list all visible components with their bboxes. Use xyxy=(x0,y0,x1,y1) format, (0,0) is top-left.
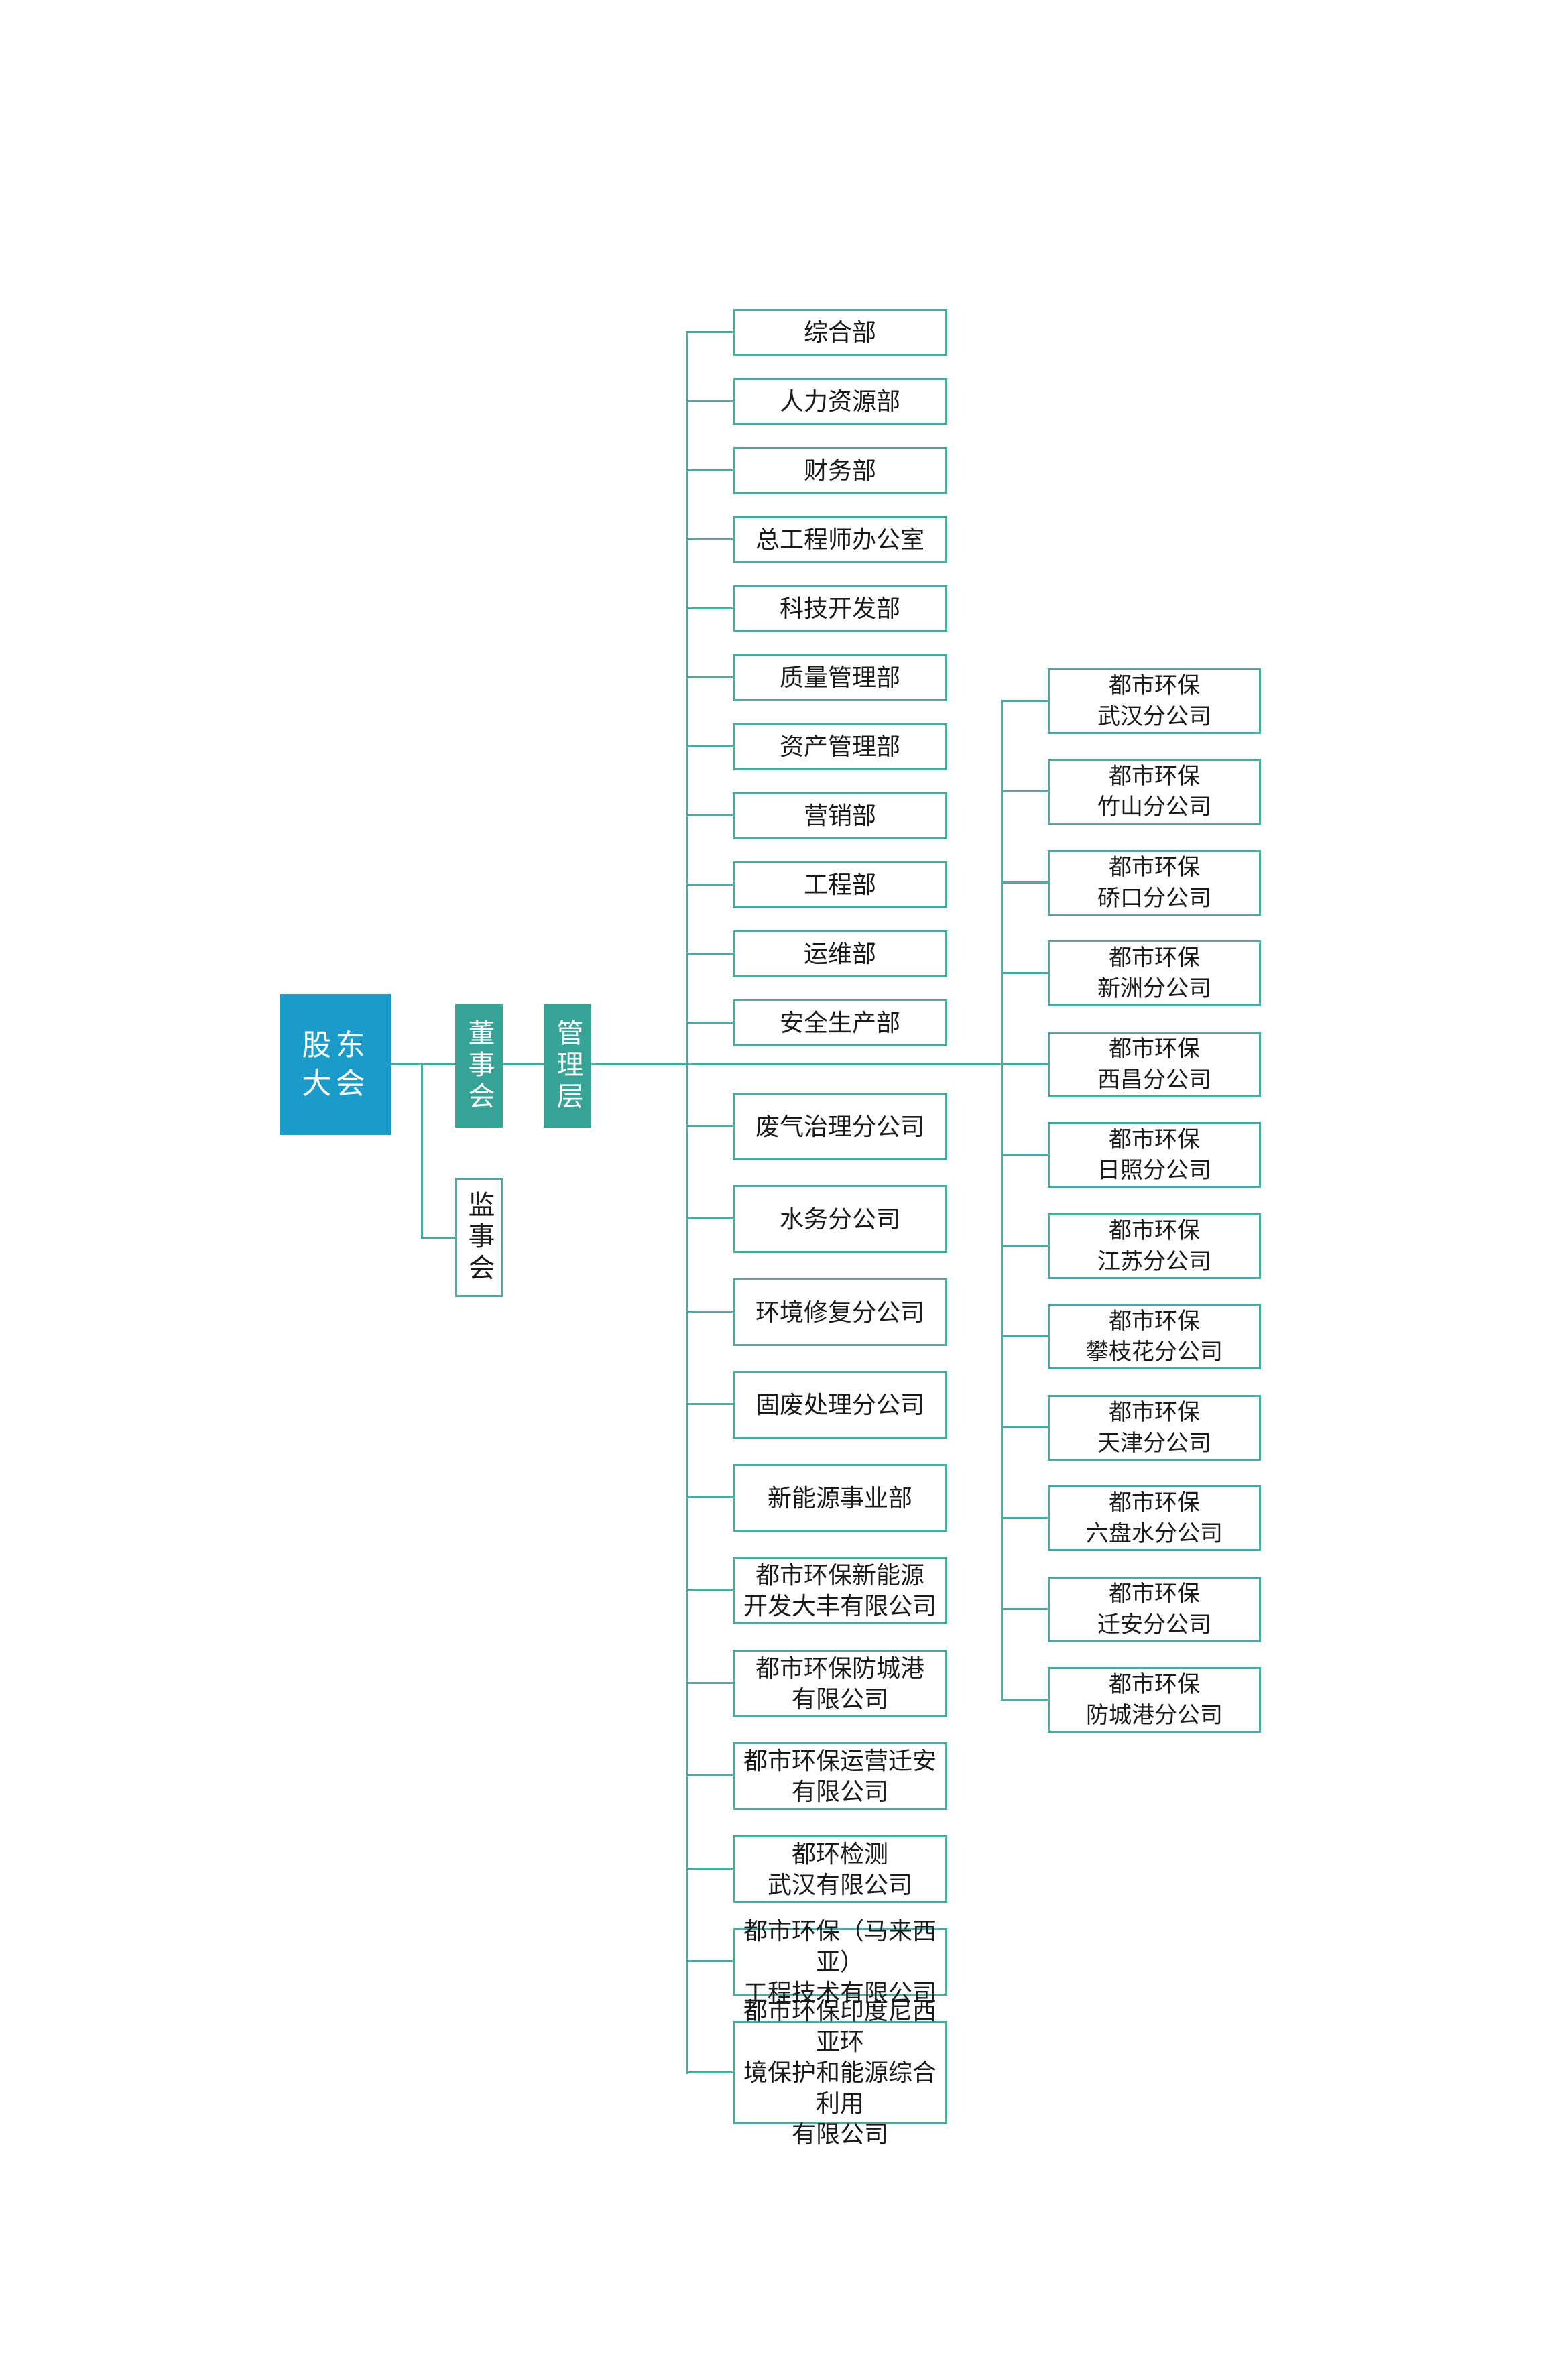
connector-branch-line xyxy=(686,1960,733,1962)
subsidiary-box: 都市环保防城港 有限公司 xyxy=(733,1650,947,1717)
management-layer-box: 管理层 xyxy=(544,1004,591,1128)
connector-branch-line xyxy=(1001,881,1048,884)
subsidiary-box: 都市环保印度尼西亚环 境保护和能源综合利用 有限公司 xyxy=(733,1997,947,2148)
regional-branch-box: 都市环保 防城港分公司 xyxy=(1048,1667,1261,1733)
department-box: 财务部 xyxy=(733,447,947,494)
connector-branch-line xyxy=(686,1311,733,1313)
connector-branch-line xyxy=(1001,1608,1048,1610)
subsidiary-box: 都市环保新能源 开发大丰有限公司 xyxy=(733,1557,947,1624)
subsidiary-box: 环境修复分公司 xyxy=(733,1278,947,1346)
connector-branch-line xyxy=(686,953,733,955)
connector-branch-line xyxy=(1001,700,1048,702)
connector-branch-line xyxy=(686,1496,733,1498)
connector-main-line xyxy=(391,1063,1048,1065)
subsidiary-box: 废气治理分公司 xyxy=(733,1093,947,1160)
connector-branch-line xyxy=(1001,1063,1048,1065)
connector-branch-line xyxy=(686,538,733,540)
connector-branch-line xyxy=(1001,1154,1048,1156)
regional-branch-box: 都市环保 攀枝花分公司 xyxy=(1048,1304,1261,1369)
subsidiary-box: 新能源事业部 xyxy=(733,1464,947,1532)
connector-supervisory-horizontal xyxy=(421,1237,456,1239)
connector-branch-line xyxy=(1001,972,1048,974)
connector-branch-line xyxy=(686,607,733,609)
department-box: 综合部 xyxy=(733,309,947,356)
connector-branch-line xyxy=(1001,1245,1048,1247)
connector-branch-line xyxy=(686,884,733,886)
connector-right-trunk xyxy=(1001,700,1003,1701)
connector-branch-line xyxy=(686,331,733,333)
connector-branch-line xyxy=(686,1125,733,1127)
department-box: 运维部 xyxy=(733,930,947,977)
department-box: 人力资源部 xyxy=(733,378,947,425)
regional-branch-box: 都市环保 西昌分公司 xyxy=(1048,1032,1261,1097)
connector-branch-line xyxy=(686,1868,733,1870)
regional-branch-box: 都市环保 武汉分公司 xyxy=(1048,668,1261,734)
department-box: 质量管理部 xyxy=(733,654,947,701)
connector-supervisory-vertical xyxy=(421,1063,423,1239)
connector-branch-line xyxy=(686,2071,733,2073)
connector-branch-line xyxy=(1001,1335,1048,1337)
department-box: 营销部 xyxy=(733,792,947,839)
regional-branch-box: 都市环保 硚口分公司 xyxy=(1048,850,1261,916)
connector-branch-line xyxy=(686,1217,733,1219)
board-of-directors-box: 董事会 xyxy=(455,1004,503,1128)
shareholders-meeting-box: 股东 大会 xyxy=(280,994,391,1135)
connector-branch-line xyxy=(686,1682,733,1684)
regional-branch-box: 都市环保 竹山分公司 xyxy=(1048,759,1261,825)
connector-branch-line xyxy=(686,400,733,402)
department-box: 科技开发部 xyxy=(733,585,947,632)
subsidiary-box: 水务分公司 xyxy=(733,1185,947,1253)
connector-branch-line xyxy=(686,676,733,678)
connector-branch-line xyxy=(686,1589,733,1591)
supervisory-board-box: 监事会 xyxy=(455,1178,503,1297)
connector-branch-line xyxy=(686,745,733,747)
regional-branch-box: 都市环保 新洲分公司 xyxy=(1048,940,1261,1006)
subsidiary-box: 固废处理分公司 xyxy=(733,1371,947,1439)
connector-branch-line xyxy=(686,1403,733,1405)
subsidiary-box: 都市环保运营迁安 有限公司 xyxy=(733,1742,947,1810)
department-box: 资产管理部 xyxy=(733,723,947,770)
connector-branch-line xyxy=(686,814,733,816)
regional-branch-box: 都市环保 六盘水分公司 xyxy=(1048,1485,1261,1551)
connector-branch-line xyxy=(1001,1517,1048,1519)
department-box: 工程部 xyxy=(733,861,947,908)
regional-branch-box: 都市环保 天津分公司 xyxy=(1048,1395,1261,1461)
connector-branch-line xyxy=(1001,1426,1048,1428)
connector-branch-line xyxy=(1001,790,1048,792)
connector-middle-trunk xyxy=(686,331,688,2074)
regional-branch-box: 都市环保 日照分公司 xyxy=(1048,1122,1261,1188)
department-box: 安全生产部 xyxy=(733,999,947,1046)
connector-branch-line xyxy=(686,1022,733,1024)
regional-branch-box: 都市环保 迁安分公司 xyxy=(1048,1577,1261,1642)
subsidiary-box: 都环检测 武汉有限公司 xyxy=(733,1835,947,1903)
department-box: 总工程师办公室 xyxy=(733,516,947,563)
regional-branch-box: 都市环保 江苏分公司 xyxy=(1048,1213,1261,1279)
connector-branch-line xyxy=(686,469,733,471)
subsidiary-box: 都市环保（马来西亚） 工程技术有限公司 xyxy=(733,1917,947,2006)
connector-branch-line xyxy=(1001,1699,1048,1701)
connector-branch-line xyxy=(686,1774,733,1776)
